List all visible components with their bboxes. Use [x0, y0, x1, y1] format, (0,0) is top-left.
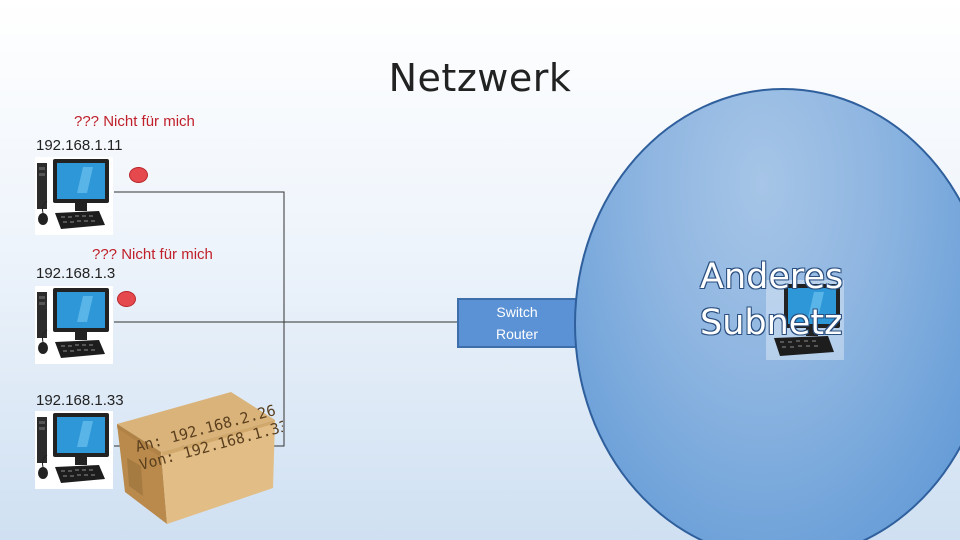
cardboard-box-icon: An: 192.168.2.26 Von: 192.168.1.33 [117, 392, 283, 524]
router-label: Router [495, 326, 539, 342]
red-indicator-icon [129, 167, 148, 183]
page-title: Netzwerk [388, 56, 572, 100]
desktop-computer-icon[interactable] [35, 157, 113, 235]
desktop-computer-icon[interactable] [35, 411, 113, 489]
host-1-status: ??? Nicht für mich [74, 113, 195, 130]
other-subnet-circle [574, 88, 960, 540]
switch-router-node[interactable]: Switch Router [457, 298, 577, 348]
red-indicator-icon [117, 291, 136, 307]
desktop-computer-icon[interactable] [35, 286, 113, 364]
host-1-ip: 192.168.1.11 [36, 137, 123, 154]
desktop-computer-icon[interactable] [766, 280, 844, 360]
switch-label: Switch [496, 304, 538, 320]
host-3-ip: 192.168.1.33 [36, 392, 124, 409]
host-2-ip: 192.168.1.3 [36, 265, 116, 282]
host-2-status: ??? Nicht für mich [92, 246, 213, 263]
subnet-label: Anderes Subnetz [700, 257, 844, 343]
